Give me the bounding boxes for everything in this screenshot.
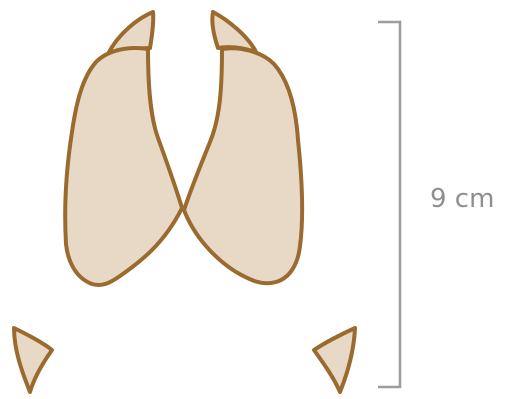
- right-small-lobe-tip: [314, 328, 355, 392]
- scale-label: 9 cm: [430, 184, 494, 214]
- left-caudal-lobe: [65, 48, 182, 285]
- scale-bracket: [378, 22, 400, 387]
- right-cranial-lobe: [212, 12, 256, 52]
- left-small-lobe-tip: [14, 328, 52, 392]
- right-caudal-lobe: [184, 48, 302, 283]
